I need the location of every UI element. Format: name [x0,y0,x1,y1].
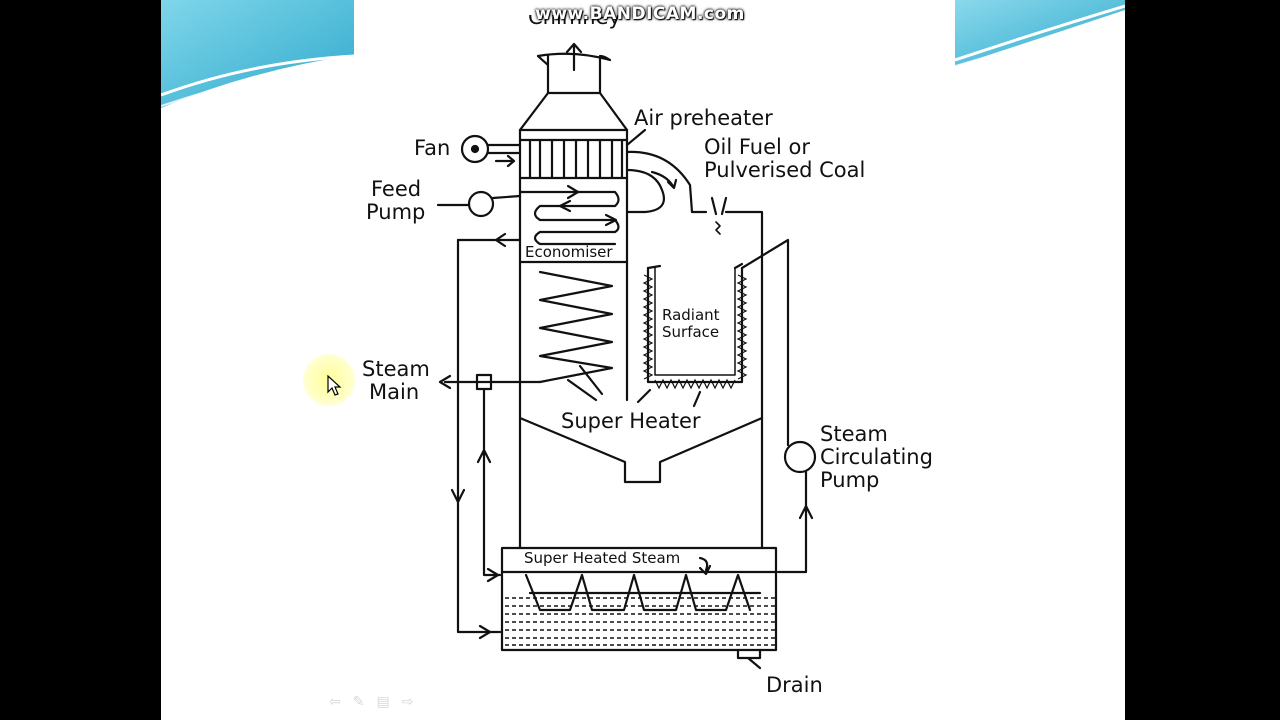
slideshow-nav: ⇦ ✎ ▤ ⇨ [329,694,413,710]
air-preheater-tubes [518,138,629,180]
steam-main-label-line1: Steam [362,357,430,381]
mouse-pointer-icon [327,375,342,396]
previous-arrow-icon[interactable]: ⇦ [329,694,341,710]
steam-circulating-pump [783,440,817,474]
steam-circulating-pump-label-line2: Circulating [820,445,933,469]
hopper [518,416,764,484]
pulverised-coal-label: Pulverised Coal [704,158,866,182]
feed-pump-label-line2: Pump [366,200,426,224]
next-arrow-icon[interactable]: ⇨ [401,694,414,710]
steam-circulating-pump-label-line1: Steam [820,422,888,446]
drain [736,648,762,670]
super-heater-label: Super Heater [561,409,701,433]
air-duct [625,150,708,214]
air-preheater-label: Air preheater [634,106,773,130]
feed-pump-label-line1: Feed [371,177,422,201]
radiant-surface-label-line1: Radiant [662,306,720,324]
recorder-watermark: www.BANDICAM.com [535,4,745,24]
fan [460,134,490,164]
feed-pump [467,190,495,218]
downcomer-left [456,238,502,634]
burner-nozzle [710,196,728,216]
chimney-label: Chimney [528,5,621,29]
drain-label: Drain [766,673,823,697]
oil-fuel-label: Oil Fuel or [704,135,811,159]
fan-label: Fan [414,136,451,160]
furnace-right-outline [724,210,764,550]
radiant-surface-riser [733,238,790,447]
hood [518,91,629,132]
economiser-label: Economiser [525,243,613,261]
chimney-arrow [565,42,583,72]
super-heater-coil [538,270,614,384]
menu-icon[interactable]: ▤ [376,694,390,710]
steam-main-label-line2: Main [369,380,420,404]
water-hatching [505,597,775,646]
radiant-hatching [642,274,748,390]
steam-circulating-pump-label-line3: Pump [820,468,880,492]
drum-tubes [524,573,752,612]
steam-drum [500,546,778,652]
slide-banner-left [161,0,354,108]
pen-icon[interactable]: ✎ [352,694,365,710]
slide-banner-right [955,0,1125,67]
economiser-coil [491,190,620,246]
radiant-surface-label-line2: Surface [662,323,720,341]
super-heated-steam-label: Super Heated Steam [524,549,681,567]
